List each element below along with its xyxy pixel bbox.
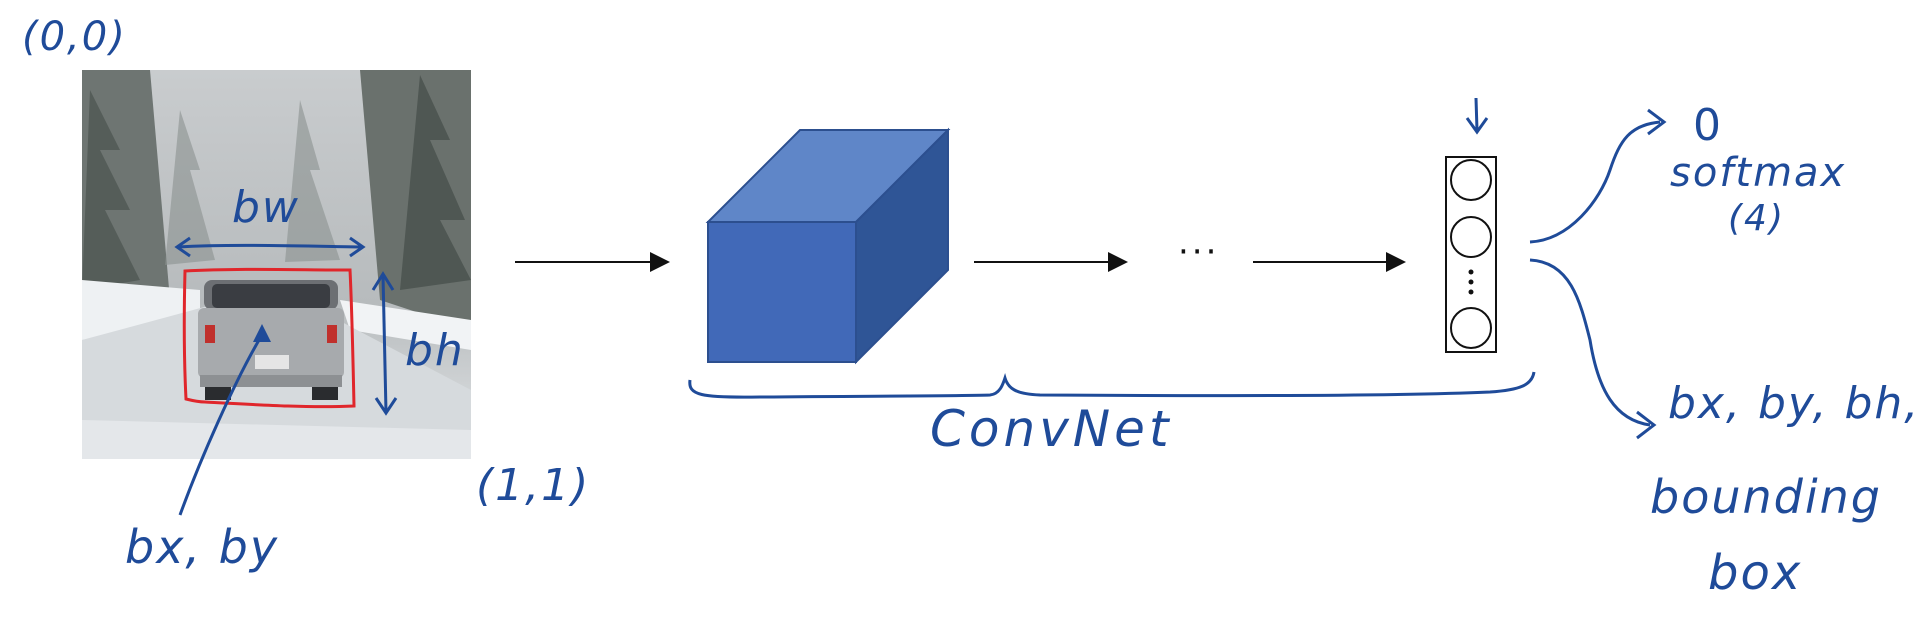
convnet-brace — [688, 371, 1536, 399]
class-output-node: 0 — [1693, 100, 1723, 151]
height-label: bh — [405, 325, 465, 376]
layers-ellipsis: ··· — [1178, 232, 1220, 272]
center-label: bx, by — [125, 520, 280, 574]
bw-dimension-arrow — [174, 236, 366, 258]
center-pointer-line — [178, 334, 264, 516]
width-label: bw — [232, 182, 300, 233]
softmax-count-label: (4) — [1728, 198, 1785, 239]
bounding-label: bounding — [1650, 470, 1882, 524]
end-coordinate-label: (1,1) — [476, 460, 591, 511]
neuron-node — [1450, 307, 1492, 349]
neuron-dot — [1468, 269, 1474, 275]
bbox-outputs-label: bx, by, bh, bw — [1668, 378, 1914, 429]
bbox-branch-arrow — [1529, 258, 1651, 427]
neuron-node — [1450, 216, 1492, 258]
convnet-label: ConvNet — [930, 400, 1173, 458]
softmax-arrowhead — [1647, 108, 1667, 136]
center-point-marker — [253, 324, 271, 342]
softmax-branch-arrow — [1529, 120, 1661, 244]
origin-label: (0,0) — [22, 14, 127, 60]
neuron-dot — [1468, 279, 1474, 285]
bounding-box-outline — [182, 267, 356, 409]
bbox-arrowhead — [1636, 410, 1657, 440]
car — [198, 280, 344, 400]
snow-road-photo — [82, 70, 471, 459]
bh-dimension-arrow — [371, 271, 398, 416]
softmax-label: softmax — [1670, 150, 1847, 196]
fc-input-arrow — [1465, 97, 1489, 135]
convnet-cube — [705, 127, 951, 365]
fully-connected-layer — [1445, 156, 1497, 353]
box-label: box — [1708, 545, 1803, 601]
neuron-node — [1450, 159, 1492, 201]
neuron-dot — [1468, 289, 1474, 295]
